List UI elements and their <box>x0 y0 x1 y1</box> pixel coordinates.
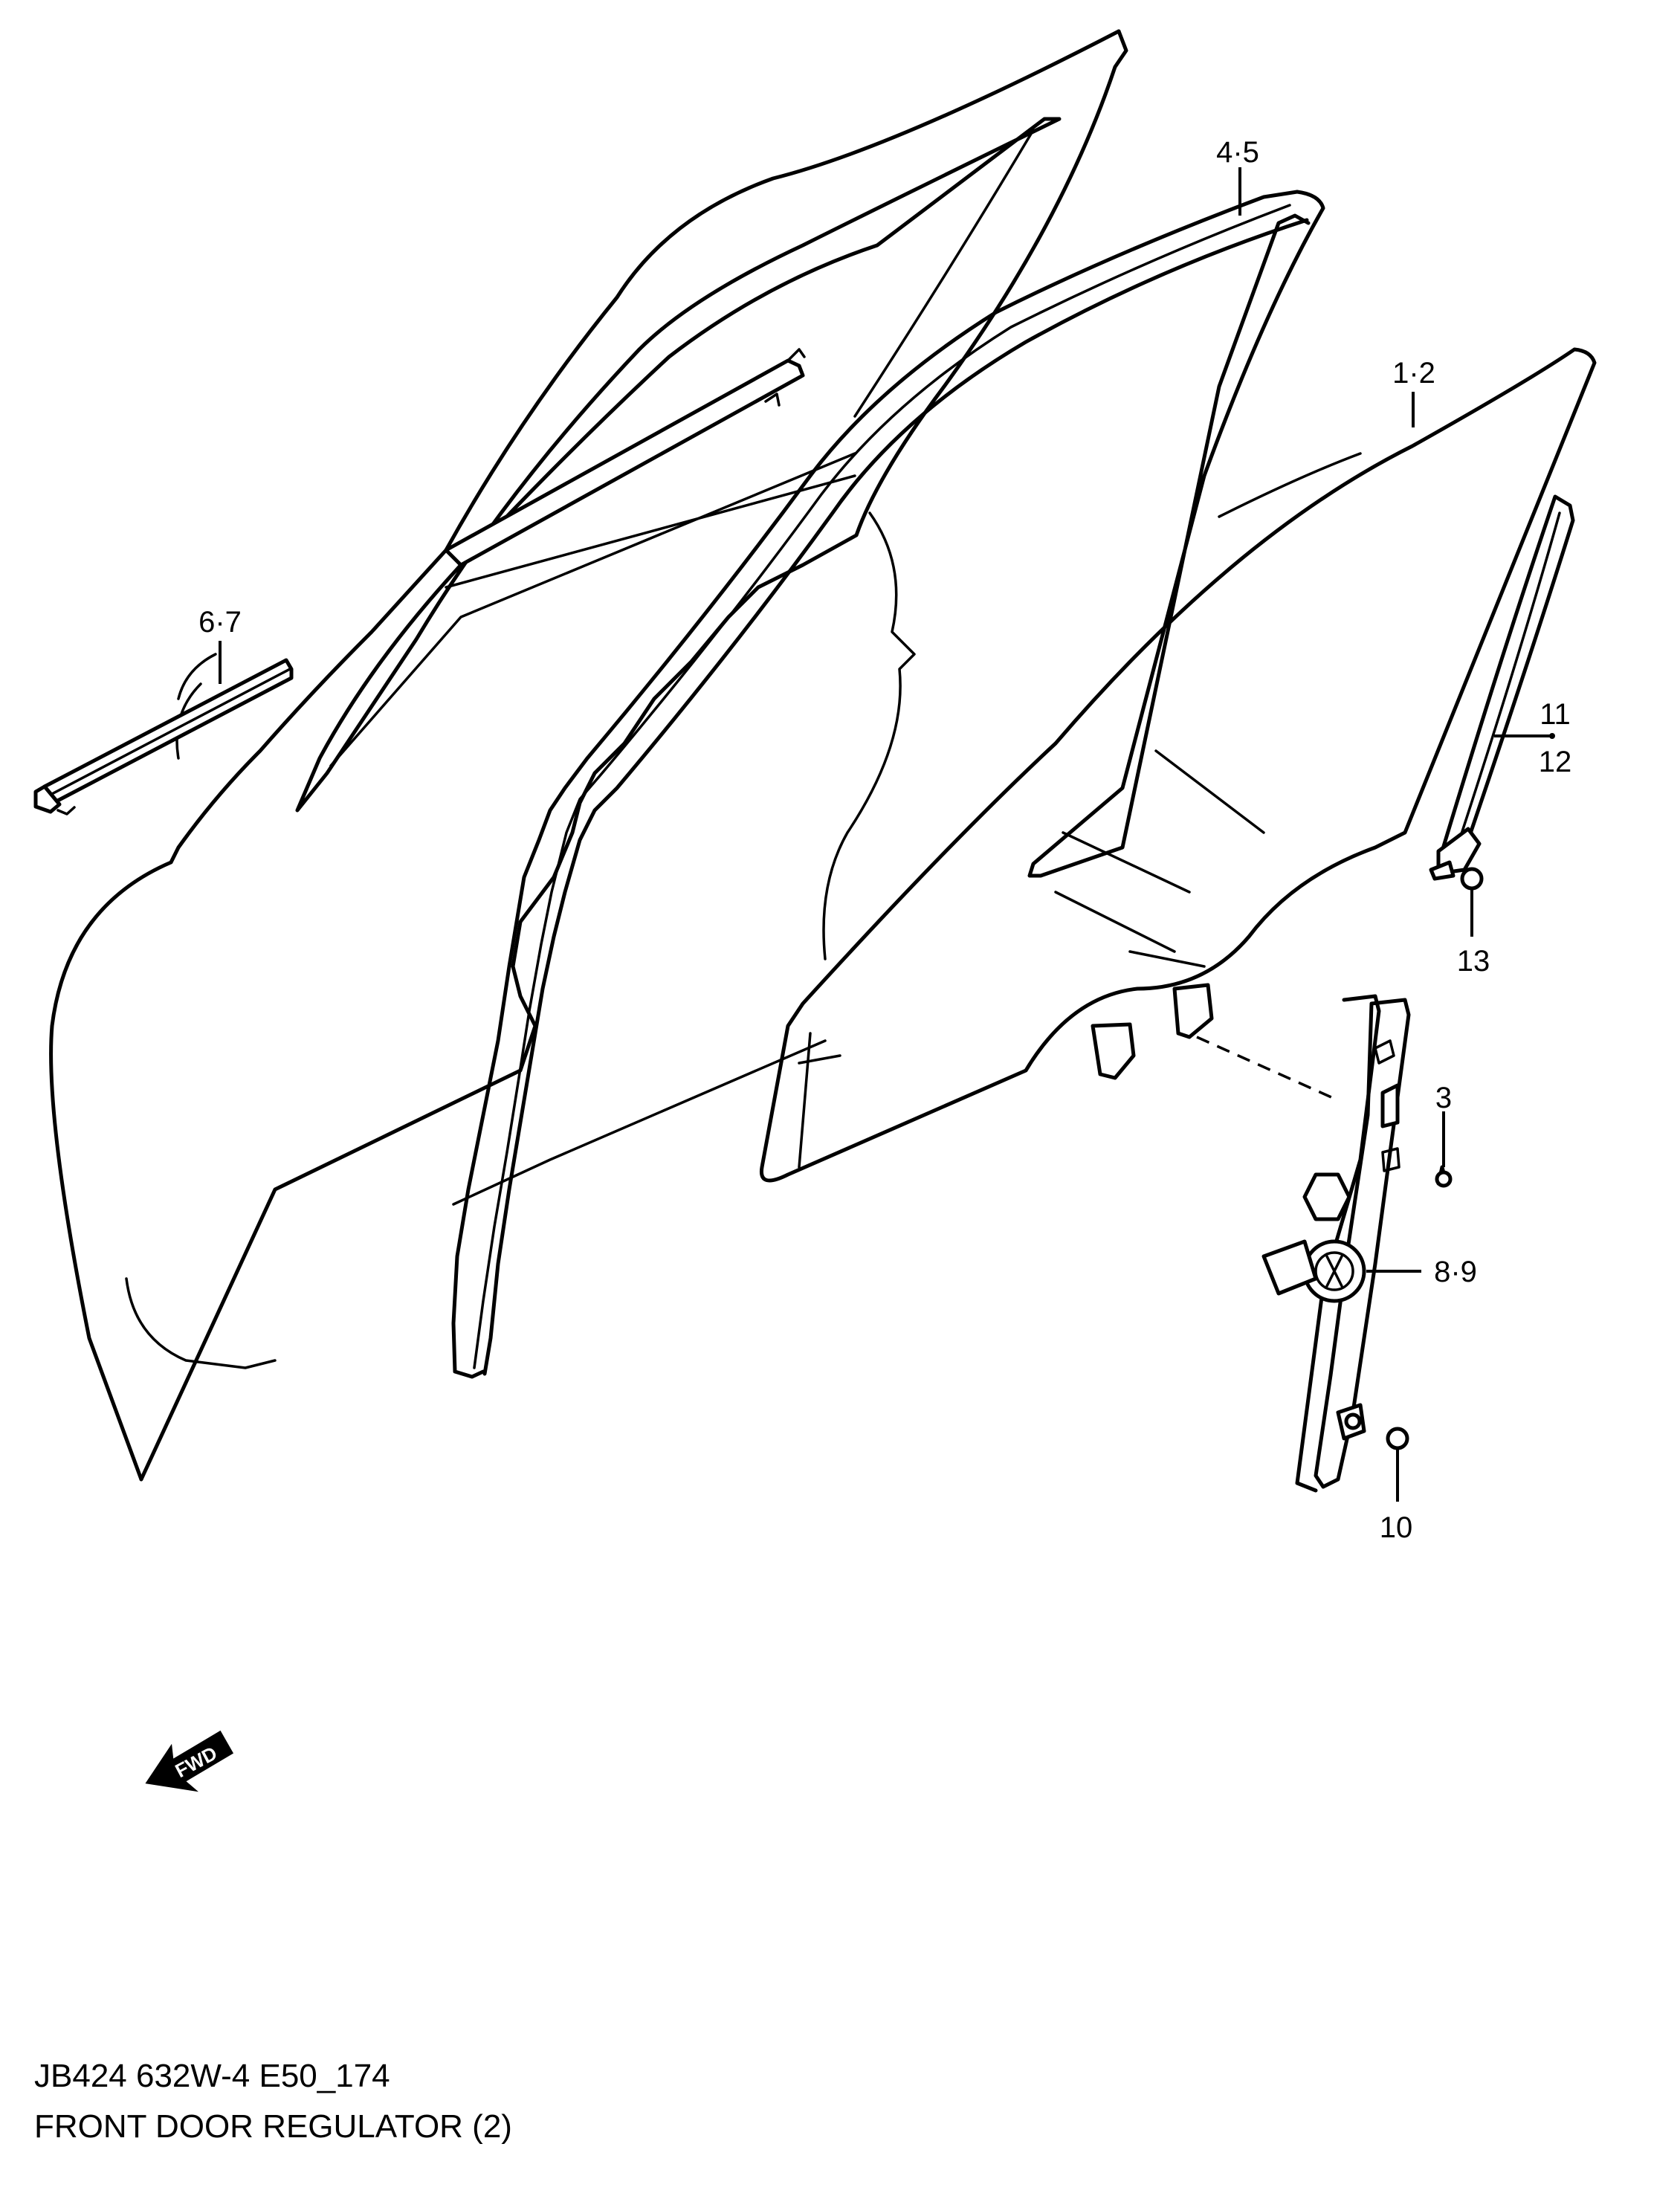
callout-glass: 1·2 <box>1392 357 1435 390</box>
regulator-assembly <box>1261 994 1411 1493</box>
leader-lines <box>219 167 1555 1502</box>
sash-nut-icon <box>1460 867 1484 891</box>
front-sash <box>1429 494 1575 881</box>
callout-outer-weatherstrip: 6·7 <box>198 606 242 639</box>
diagram-title: FRONT DOOR REGULATOR (2) <box>34 2108 512 2145</box>
fwd-arrow-icon: FWD <box>145 1730 234 1792</box>
callout-sash-lower: 12 <box>1539 746 1572 778</box>
fasteners <box>1386 867 1484 1450</box>
callout-regulator-assy: 8·9 <box>1434 1256 1477 1288</box>
callout-sash-upper: 11 <box>1540 698 1571 731</box>
bracket-leader-dash <box>1196 1036 1339 1102</box>
diagram-code: JB424 632W-4 E50_174 <box>34 2058 390 2094</box>
glass-run-channel <box>451 190 1325 1379</box>
inner-weatherstrip <box>444 348 806 567</box>
door-glass <box>759 347 1597 1183</box>
callout-sash-nut: 13 <box>1457 945 1490 978</box>
outer-weatherstrip <box>33 658 294 816</box>
door-panel <box>49 29 1128 1482</box>
regulator-nut-icon <box>1386 1427 1409 1450</box>
callout-run-channel: 4·5 <box>1216 136 1259 169</box>
callout-regulator-bolt: 3 <box>1435 1082 1452 1114</box>
regulator-bolt-icon <box>1435 1170 1453 1188</box>
callout-regulator-nut: 10 <box>1380 1511 1413 1544</box>
